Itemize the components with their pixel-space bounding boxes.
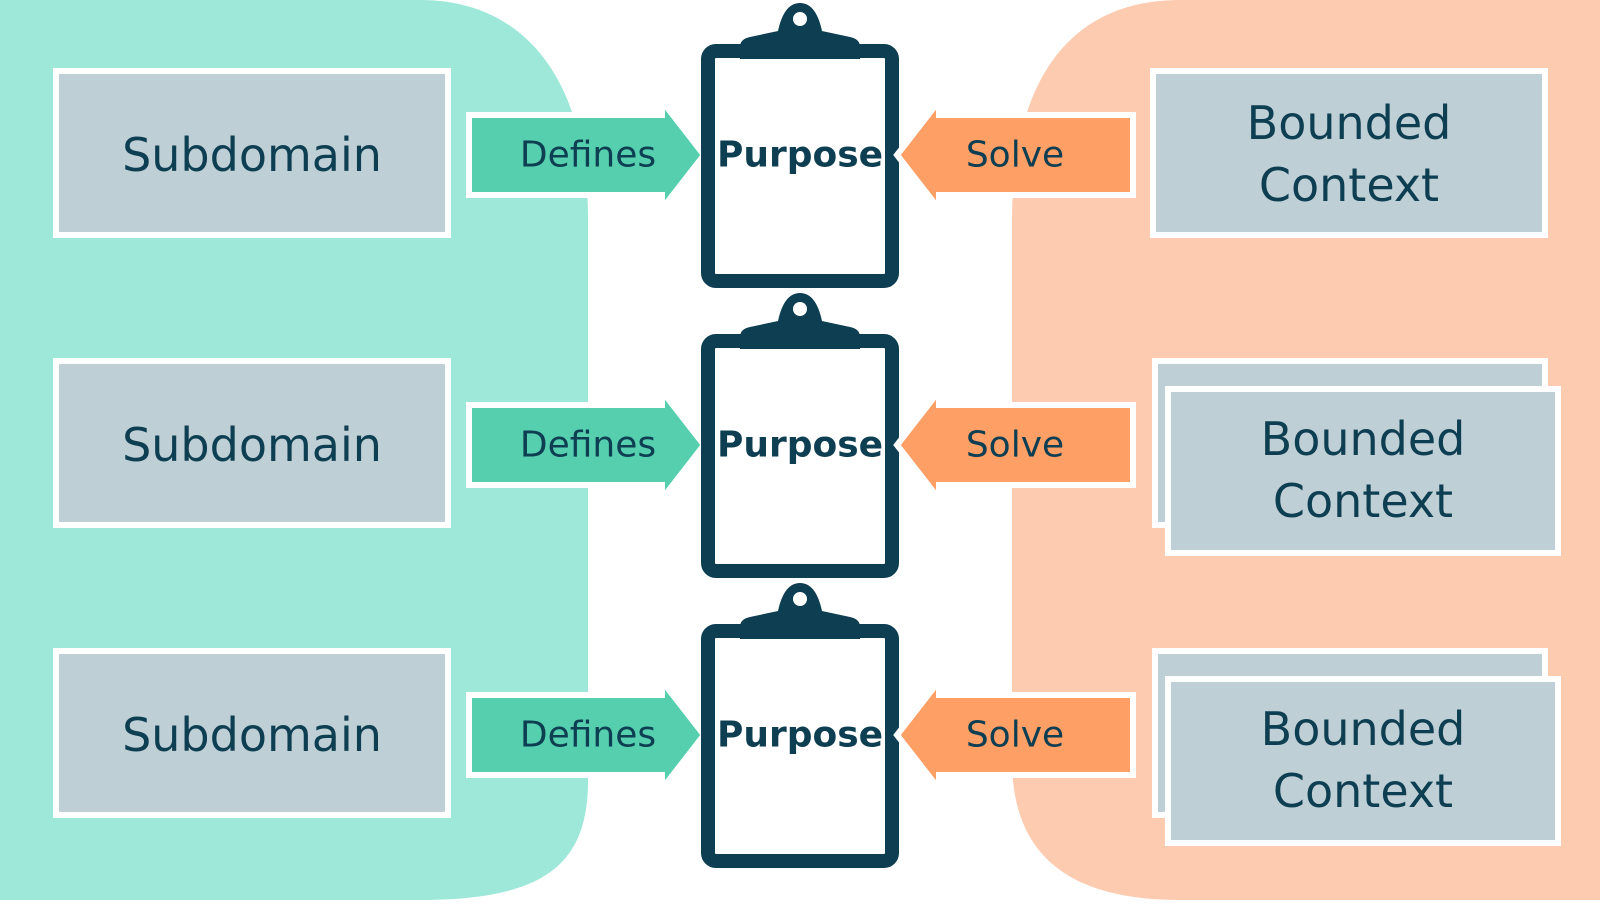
subdomain-box <box>53 68 451 238</box>
row-1: Subdomain Defines Purpose Solve BoundedConte… <box>53 3 1548 288</box>
clipboard-clip-hole <box>793 592 807 606</box>
purpose-label: Purpose <box>717 715 883 756</box>
clipboard-clip-hole <box>793 302 807 316</box>
subdomain-label: Subdomain <box>122 128 382 182</box>
solve-arrow <box>893 92 1136 218</box>
purpose-label: Purpose <box>717 135 883 176</box>
bounded-context-label-line2: Context <box>1273 474 1453 528</box>
purpose-label: Purpose <box>717 425 883 466</box>
clipboard-clip <box>740 293 860 349</box>
defines-label: Defines <box>520 715 656 756</box>
row-2: Subdomain Defines Purpose Solve BoundedConte… <box>53 293 1561 578</box>
defines-label: Defines <box>520 135 656 176</box>
row-3: Subdomain Defines Purpose Solve BoundedConte… <box>53 583 1561 868</box>
defines-arrow <box>466 672 708 798</box>
solve-arrow <box>893 672 1136 798</box>
defines-label: Defines <box>520 425 656 466</box>
bounded-context-label-line1: Bounded <box>1247 96 1452 150</box>
solve-label: Solve <box>966 135 1064 176</box>
bounded-context-label-line2: Context <box>1259 158 1439 212</box>
solve-label: Solve <box>966 425 1064 466</box>
subdomain-box <box>53 358 451 528</box>
clipboard-clip <box>740 3 860 59</box>
defines-arrow <box>466 92 708 218</box>
defines-arrow <box>466 382 708 508</box>
subdomain-box <box>53 648 451 818</box>
bounded-context-box <box>1165 676 1561 846</box>
bounded-context-box <box>1150 68 1548 238</box>
bounded-context-label-line1: Bounded <box>1261 412 1466 466</box>
bounded-context-label-line2: Context <box>1273 764 1453 818</box>
subdomain-label: Subdomain <box>122 708 382 762</box>
solve-label: Solve <box>966 715 1064 756</box>
bounded-context-box <box>1165 386 1561 556</box>
solve-arrow <box>893 382 1136 508</box>
subdomain-label: Subdomain <box>122 418 382 472</box>
clipboard-clip <box>740 583 860 639</box>
bounded-context-label-line1: Bounded <box>1261 702 1466 756</box>
clipboard-clip-hole <box>793 12 807 26</box>
